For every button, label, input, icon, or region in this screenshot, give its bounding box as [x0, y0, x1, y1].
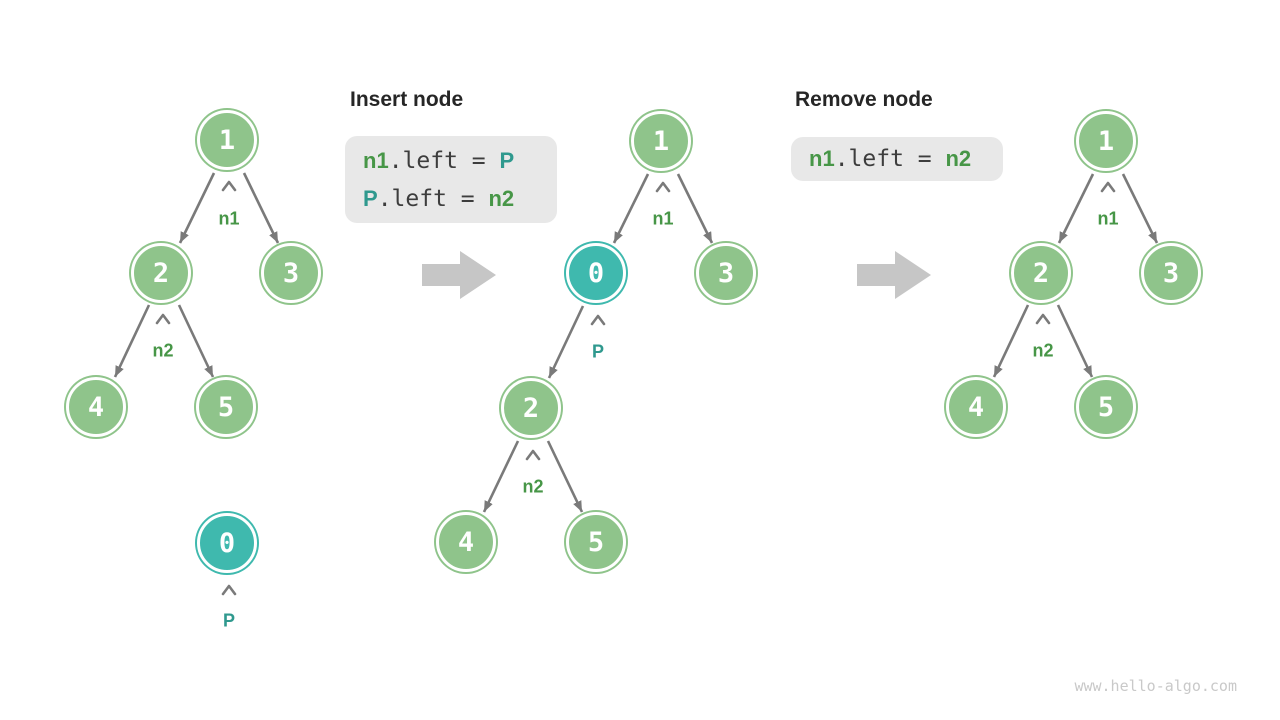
node-2: 2	[1011, 243, 1071, 303]
node-5: 5	[566, 512, 626, 572]
edge	[1121, 173, 1159, 244]
caret-up-icon	[655, 181, 671, 193]
node-4: 4	[66, 377, 126, 437]
node-1: 1	[197, 110, 257, 170]
node-3: 3	[1141, 243, 1201, 303]
node-2: 2	[501, 378, 561, 438]
node-3: 3	[261, 243, 321, 303]
node-5: 5	[196, 377, 256, 437]
remove-code-block: n1.left = n2	[791, 137, 1003, 181]
code-token-n1: n1	[363, 147, 389, 173]
node-1: 1	[1076, 111, 1136, 171]
code-line: n1.left = n2	[809, 140, 985, 178]
edge	[242, 172, 280, 244]
caret-up-icon	[1100, 181, 1116, 193]
code-token-p: P	[363, 185, 378, 211]
code-token-left-assign: .left =	[388, 147, 500, 174]
node-2: 2	[131, 243, 191, 303]
pointer-label-n1: n1	[218, 208, 240, 229]
edge	[113, 304, 151, 378]
pointer-label-n2: n2	[1032, 340, 1054, 361]
edge	[547, 305, 585, 379]
pointer-label-p: P	[222, 610, 236, 631]
pointer-label-p: P	[591, 341, 605, 362]
code-line: P.left = n2	[363, 180, 539, 218]
code-line: n1.left = P	[363, 142, 539, 180]
after-remove-tree-edges	[992, 173, 1159, 378]
code-token-n2: n2	[488, 185, 515, 211]
pointer-label-n2: n2	[152, 340, 174, 361]
code-token-left-assign: .left =	[377, 185, 489, 212]
code-token-n2: n2	[945, 146, 972, 171]
edge	[178, 172, 216, 244]
node-5: 5	[1076, 377, 1136, 437]
node-4: 4	[436, 512, 496, 572]
edge	[676, 173, 714, 244]
edge	[482, 440, 520, 513]
edge	[1057, 173, 1095, 244]
code-token-p: P	[499, 147, 515, 173]
node-4: 4	[946, 377, 1006, 437]
watermark: www.hello-algo.com	[1074, 677, 1237, 695]
edge	[992, 304, 1030, 378]
edge	[612, 173, 650, 244]
remove-section-title: Remove node	[795, 88, 933, 111]
before-tree-edges	[113, 172, 280, 378]
right-arrow-icon	[857, 251, 931, 299]
right-arrow-icon	[422, 251, 496, 299]
caret-up-icon	[590, 314, 606, 326]
node-3: 3	[696, 243, 756, 303]
caret-up-icon	[1035, 313, 1051, 325]
caret-up-icon	[221, 584, 237, 596]
edge	[1056, 304, 1094, 378]
pointer-label-n1: n1	[652, 208, 674, 229]
pointer-label-n2: n2	[522, 476, 544, 497]
pointer-carets	[155, 180, 1116, 596]
edge	[546, 440, 584, 513]
edge	[177, 304, 215, 378]
code-token-left-assign: .left =	[834, 146, 946, 172]
code-token-n1: n1	[809, 146, 835, 171]
insert-code-block: n1.left = P P.left = n2	[345, 136, 557, 223]
node-0-detached: 0	[197, 513, 257, 573]
node-0: 0	[566, 243, 626, 303]
caret-up-icon	[525, 449, 541, 461]
pointer-label-n1: n1	[1097, 208, 1119, 229]
insert-section-title: Insert node	[350, 88, 464, 111]
node-1: 1	[631, 111, 691, 171]
after-insert-tree-edges	[482, 173, 714, 513]
caret-up-icon	[221, 180, 237, 192]
caret-up-icon	[155, 313, 171, 325]
